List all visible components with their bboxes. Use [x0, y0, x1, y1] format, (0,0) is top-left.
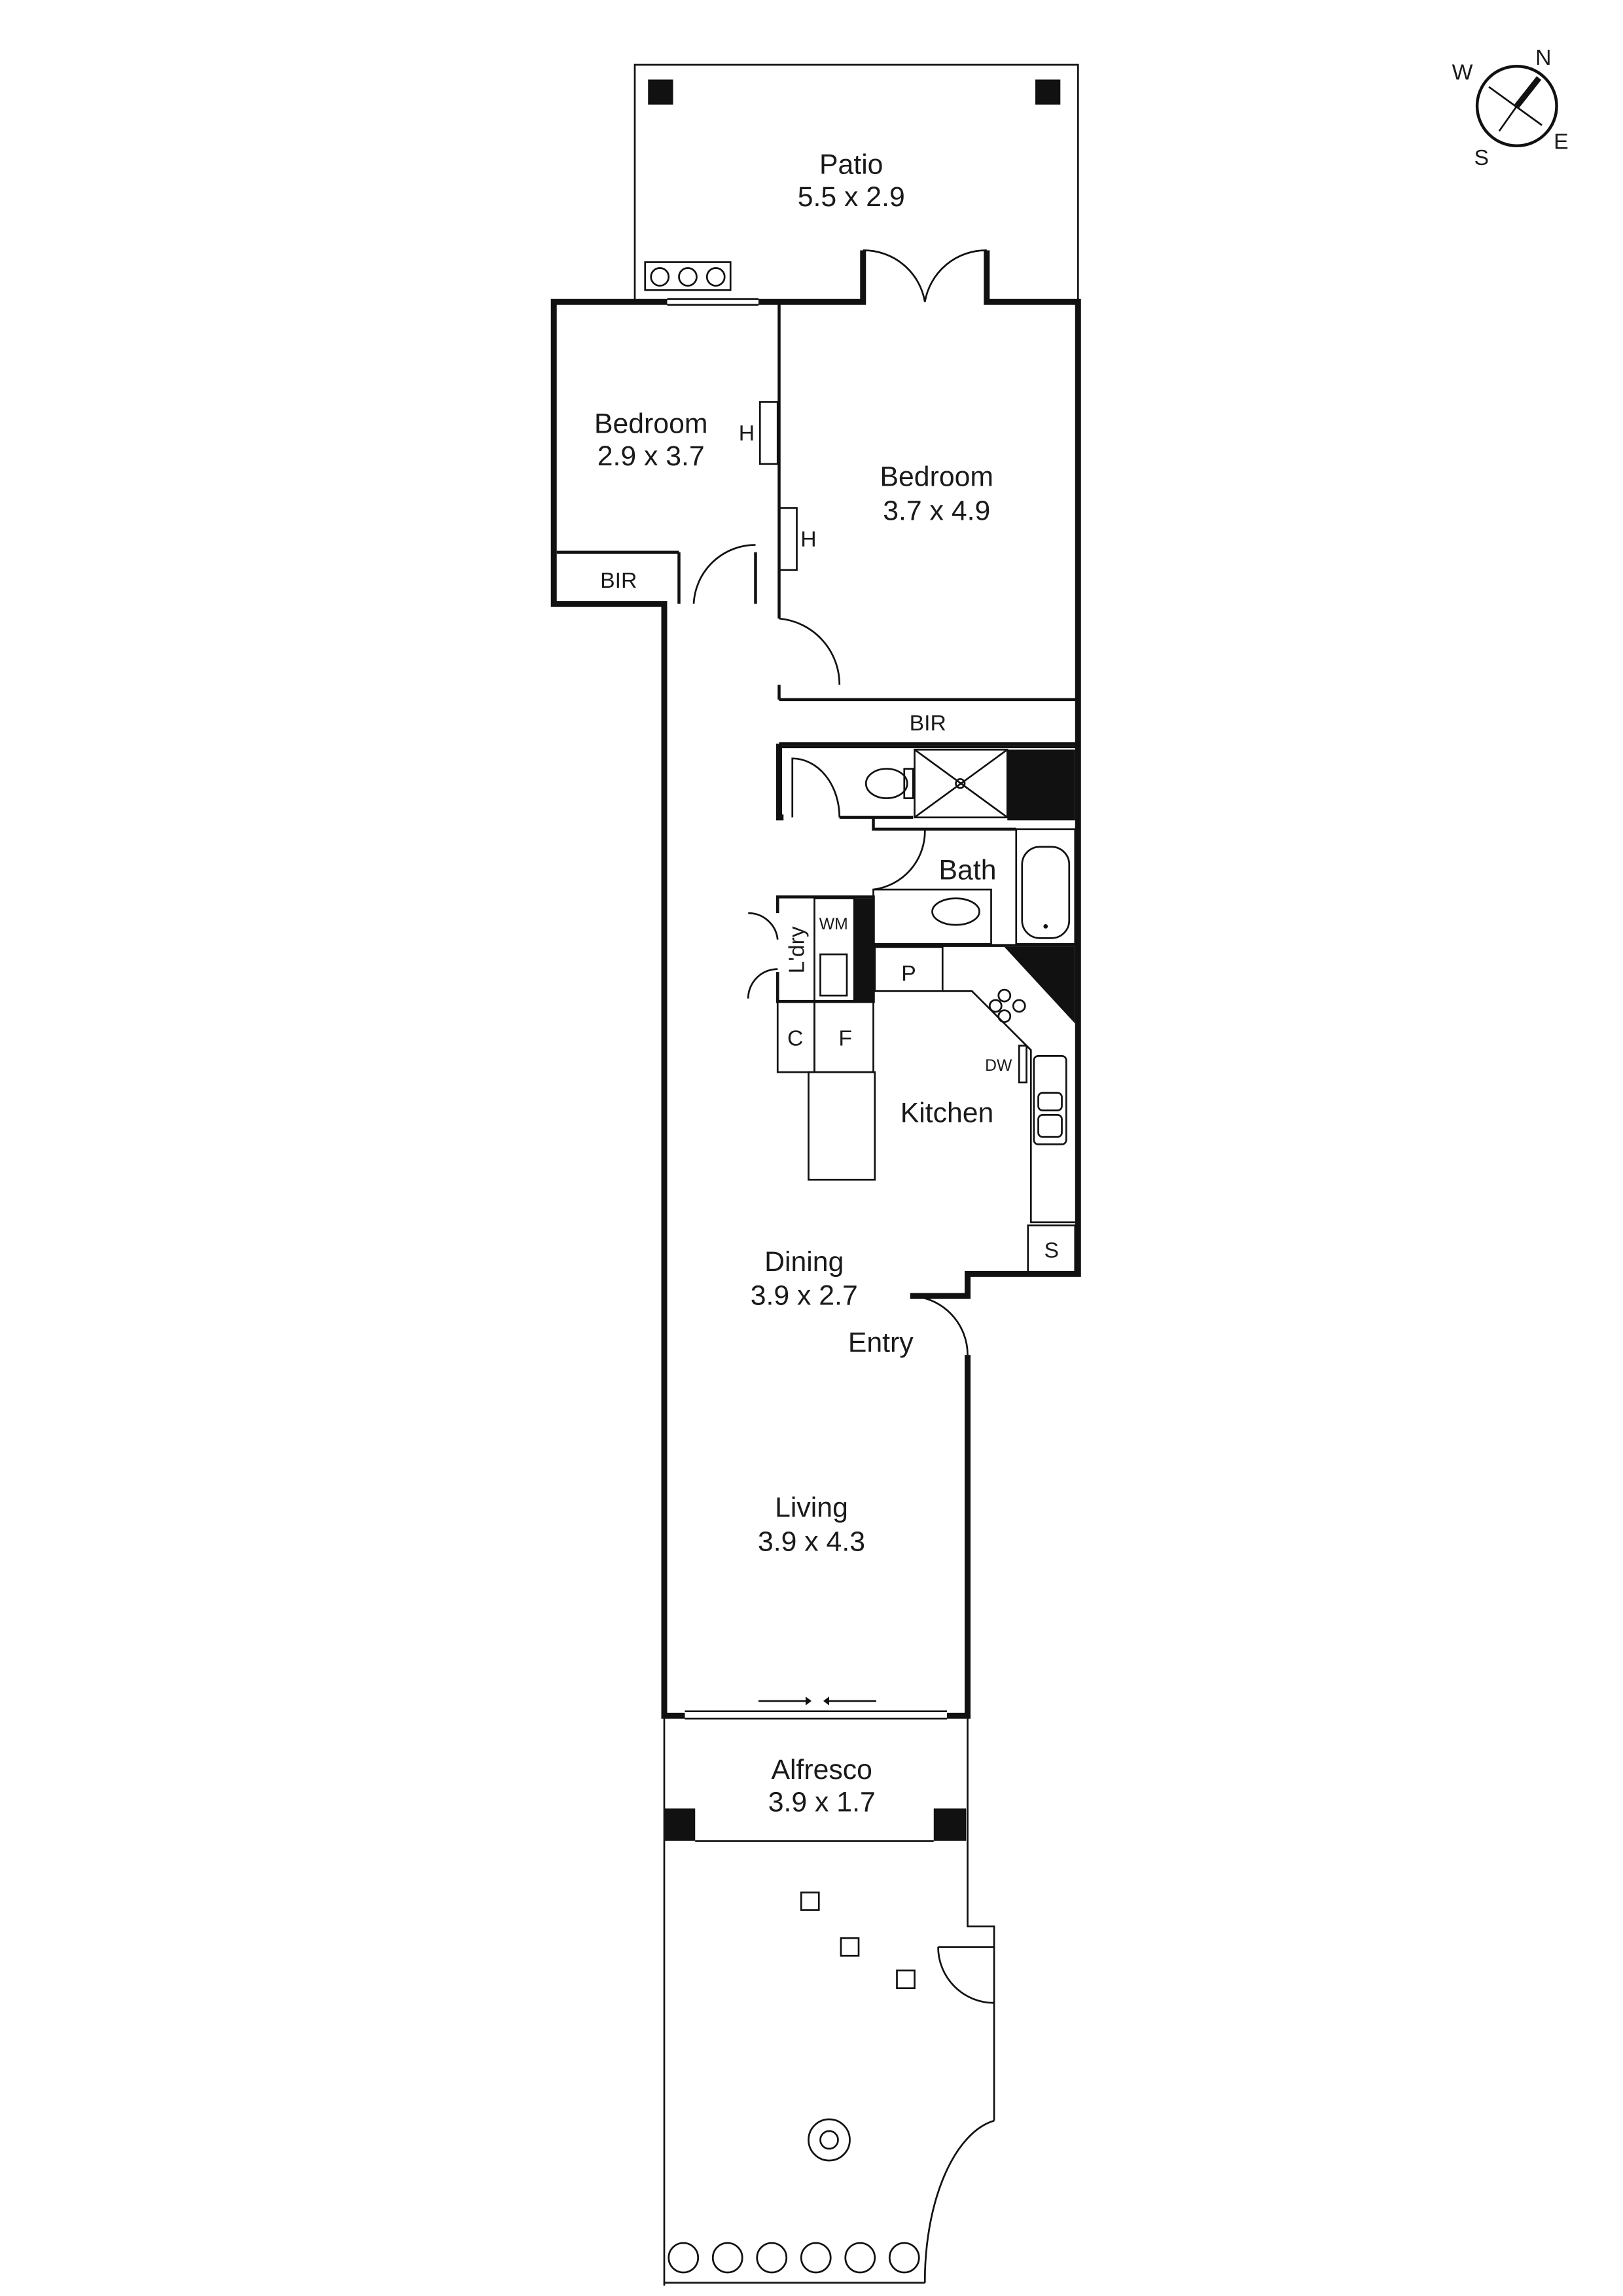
compass-e: E [1554, 129, 1569, 154]
kitchen-label: Kitchen [901, 1098, 994, 1129]
fan-icon [650, 267, 726, 287]
cupboard-label: C [787, 1026, 803, 1051]
washing-machine-label: WM [819, 916, 848, 933]
entry-label: Entry [848, 1327, 914, 1359]
bathroom-fixtures [776, 744, 1079, 947]
laundry-kitchen-fixtures [747, 895, 1077, 1274]
dishwasher-label: DW [985, 1057, 1012, 1075]
patio: Patio 5.5 x 2.9 [633, 63, 1079, 302]
bedroom2-size: 2.9 x 3.7 [597, 440, 705, 472]
tree-icon [808, 2118, 851, 2162]
patio-size: 5.5 x 2.9 [798, 181, 905, 213]
bir-main-label: BIR [910, 711, 946, 736]
alfresco-size: 3.9 x 1.7 [768, 1787, 876, 1818]
bedroom2-label: Bedroom [594, 408, 707, 440]
storage-label: S [1044, 1238, 1060, 1263]
living-size: 3.9 x 4.3 [758, 1526, 865, 1557]
patio-label: Patio [819, 149, 883, 181]
living-label: Living [775, 1492, 848, 1524]
compass-s: S [1474, 145, 1489, 170]
sliding-door [685, 1696, 948, 1723]
dining-size: 3.9 x 2.7 [751, 1280, 858, 1312]
doors [692, 249, 987, 1355]
compass-icon: N E S W [1452, 45, 1569, 170]
laundry-label: L'dry [785, 926, 810, 973]
bath-label: Bath [939, 854, 997, 886]
pantry-label: P [901, 961, 916, 986]
heater-label-2: H [800, 527, 816, 552]
alfresco-label: Alfresco [772, 1754, 872, 1785]
compass-n: N [1535, 45, 1551, 70]
dining-label: Dining [764, 1246, 844, 1278]
shrub-icons [668, 2242, 920, 2274]
heater-label-1: H [739, 421, 755, 446]
fridge-label: F [838, 1026, 852, 1051]
compass-w: W [1452, 60, 1473, 85]
bedroom1-label: Bedroom [880, 461, 993, 493]
alfresco: Alfresco 3.9 x 1.7 [663, 1715, 995, 2286]
bedroom1-size: 3.7 x 4.9 [883, 495, 990, 526]
bir-small-label: BIR [600, 568, 637, 593]
